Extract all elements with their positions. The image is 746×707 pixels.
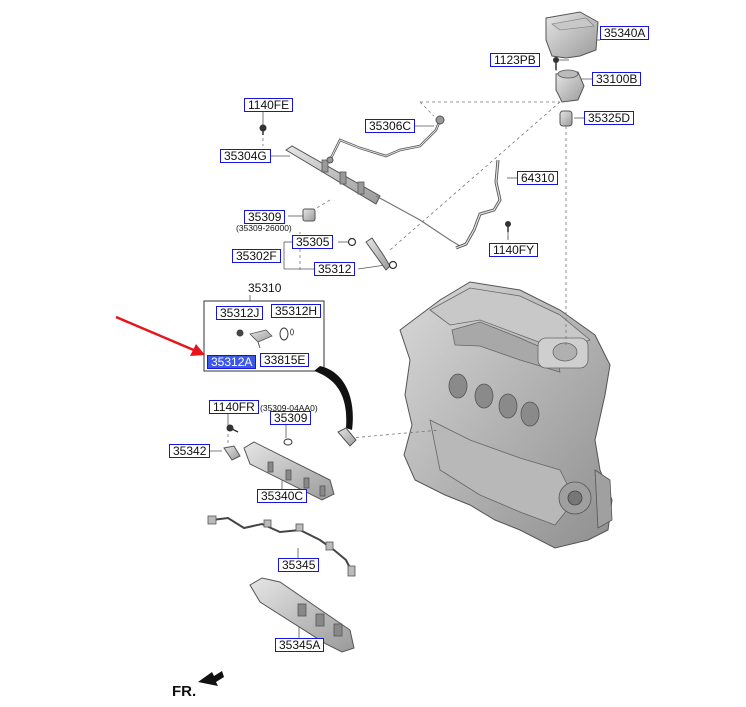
label-35306C[interactable]: 35306C <box>365 119 416 133</box>
fuel-pump-part <box>555 69 585 103</box>
hose-part <box>455 159 502 250</box>
label-35345[interactable]: 35345 <box>278 558 320 572</box>
label-35340A[interactable]: 35340A <box>600 26 650 40</box>
label-35309-lower[interactable]: 35309 <box>270 411 312 425</box>
cover-part <box>545 11 599 59</box>
label-64310[interactable]: 64310 <box>517 171 559 185</box>
label-35312J[interactable]: 35312J <box>216 306 264 320</box>
pointer-arrow <box>115 315 205 356</box>
label-35309-upper-note: (35309-26000) <box>236 223 292 233</box>
label-33100B[interactable]: 33100B <box>592 72 642 86</box>
bolt-1123pb-shape <box>553 57 559 70</box>
label-35310: 35310 <box>248 281 282 295</box>
label-35304G[interactable]: 35304G <box>220 149 271 163</box>
label-35345A[interactable]: 35345A <box>275 638 325 652</box>
label-35342[interactable]: 35342 <box>169 444 211 458</box>
label-35309-lower-note: (35309-04AA0) <box>260 403 318 413</box>
manifold-part <box>249 577 355 653</box>
label-35340C[interactable]: 35340C <box>257 489 308 503</box>
label-1140FY[interactable]: 1140FY <box>489 243 539 257</box>
fuel-rail-part <box>285 145 461 247</box>
label-35312A[interactable]: 35312A <box>207 355 257 369</box>
label-35312H[interactable]: 35312H <box>271 304 322 318</box>
injector-part <box>365 237 398 271</box>
label-35325D[interactable]: 35325D <box>584 111 635 125</box>
bolt-1140fr-shape <box>226 424 239 433</box>
label-33815E[interactable]: 33815E <box>260 353 310 367</box>
front-indicator-label: FR. <box>172 683 197 700</box>
spacer-part <box>302 208 316 222</box>
label-1123PB[interactable]: 1123PB <box>490 53 540 67</box>
label-1140FR[interactable]: 1140FR <box>209 400 259 414</box>
bolt-1140fy-shape <box>505 221 511 232</box>
lifter-part <box>559 110 573 127</box>
front-arrow-icon <box>198 671 224 686</box>
label-35305[interactable]: 35305 <box>292 235 334 249</box>
pressure-pipe-part <box>326 115 445 164</box>
ring-part <box>347 237 357 247</box>
label-35302F[interactable]: 35302F <box>232 249 281 263</box>
wiring-harness-part <box>207 515 356 577</box>
label-35312[interactable]: 35312 <box>314 262 356 276</box>
engine-block <box>399 281 613 549</box>
lower-rail-part <box>243 441 335 501</box>
label-35309-upper[interactable]: 35309 <box>244 210 286 224</box>
label-1140FE[interactable]: 1140FE <box>244 98 294 112</box>
lower-injector-part <box>283 427 357 447</box>
bolt-1140fe-shape <box>259 124 267 135</box>
sensor-part <box>223 445 241 461</box>
